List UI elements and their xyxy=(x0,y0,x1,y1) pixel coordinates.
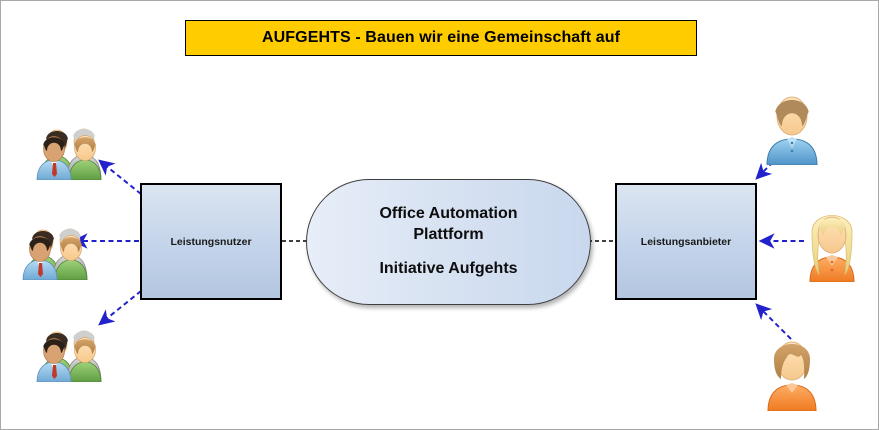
box-leistungsnutzer[interactable]: Leistungsnutzer xyxy=(140,183,282,300)
platform-line-3: Initiative Aufgehts xyxy=(379,260,518,278)
page-title: AUFGEHTS - Bauen wir eine Gemeinschaft a… xyxy=(261,29,621,46)
platform-line-2: Plattform xyxy=(413,225,484,243)
box-leistungsanbieter[interactable]: Leistungsanbieter xyxy=(615,183,757,300)
person-icon xyxy=(761,85,823,165)
people-group-icon xyxy=(27,306,107,382)
platform-line-1: Office Automation xyxy=(379,205,518,223)
box-leistungsanbieter-label: Leistungsanbieter xyxy=(640,235,732,248)
box-leistungsnutzer-label: Leistungsnutzer xyxy=(170,235,252,248)
person-icon xyxy=(761,331,823,411)
title-banner: AUFGEHTS - Bauen wir eine Gemeinschaft a… xyxy=(185,20,697,56)
people-group-icon xyxy=(27,104,107,180)
person-icon xyxy=(801,202,863,282)
people-group-icon xyxy=(13,204,93,280)
platform-shape[interactable]: Office Automation Plattform Initiative A… xyxy=(306,179,591,305)
